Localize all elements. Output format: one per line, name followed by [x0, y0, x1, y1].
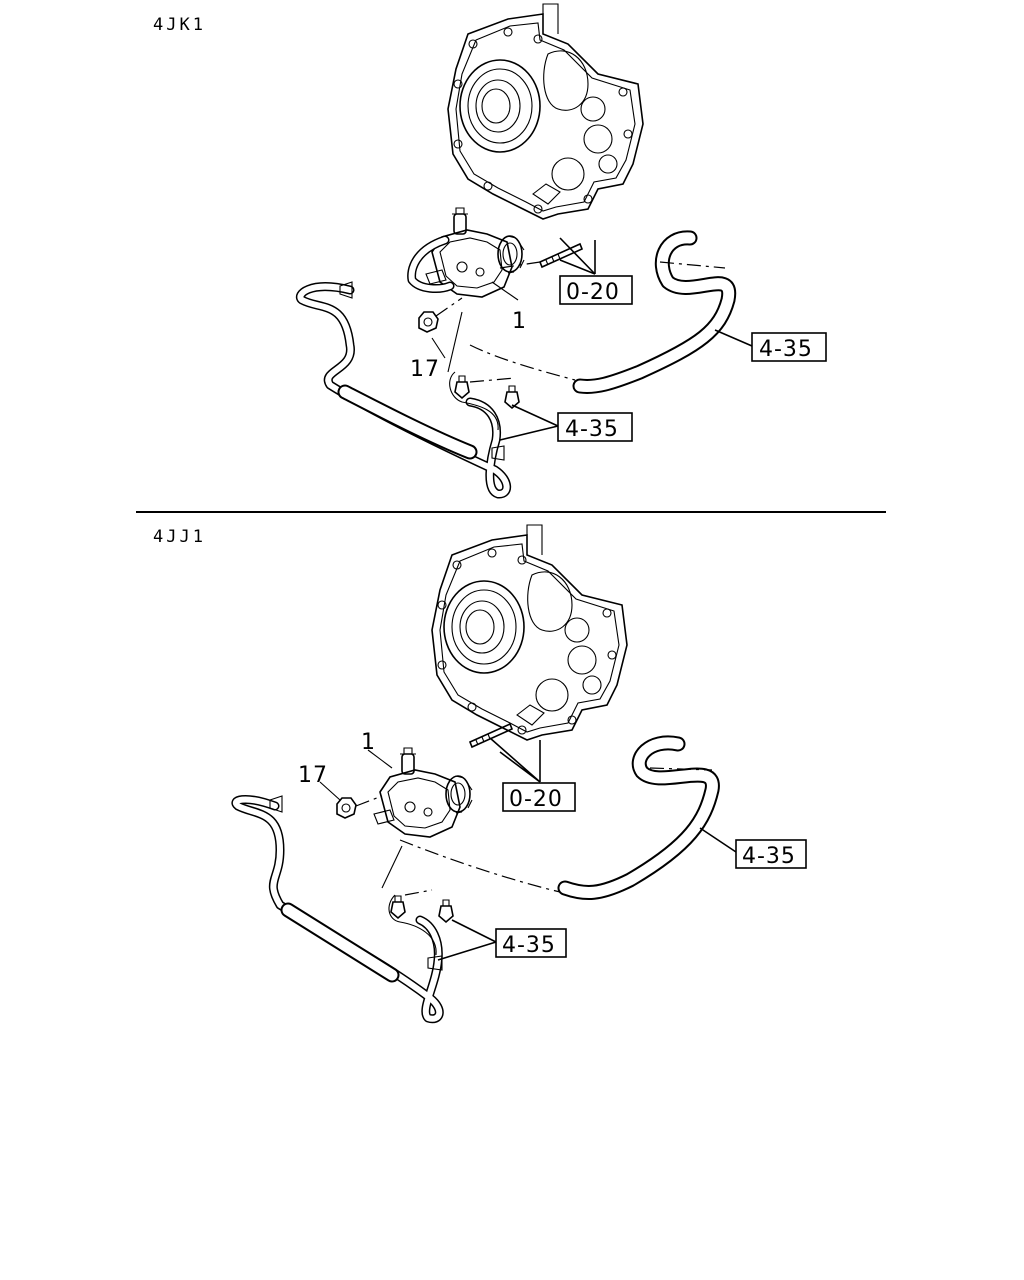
- model-label: 4JJ1: [153, 527, 206, 547]
- ref-box-lower-hose: [495, 928, 567, 958]
- ref-upper-hose: 4-35: [742, 844, 796, 869]
- nut: [336, 797, 357, 819]
- ref-upper-hose: 4-35: [759, 337, 813, 362]
- stud: [539, 243, 583, 268]
- ref-lower-hose: 4-35: [565, 417, 619, 442]
- ref-lower-hose: 4-35: [502, 933, 556, 958]
- part-number-pump: 1: [361, 730, 376, 755]
- part-number-pump: 1: [512, 309, 527, 334]
- ref-box-upper-hose: [735, 839, 807, 869]
- engine-front-cover: [431, 524, 628, 741]
- section-4jj1: 4JJ1 1 17 0-20 4-35 4-35: [153, 524, 807, 1024]
- section-4jk1: 4JK1 1 17 0-20 4-35 4-35: [153, 3, 827, 499]
- ref-box-lower-hose: [557, 412, 633, 442]
- power-steering-pump: [425, 207, 525, 298]
- power-steering-pump: [373, 747, 473, 838]
- ref-stud: 0-20: [509, 787, 563, 812]
- ref-box-stud: [502, 782, 576, 812]
- pressure-line: [233, 796, 443, 1022]
- model-label: 4JK1: [153, 15, 206, 35]
- part-number-nut: 17: [410, 357, 440, 382]
- ref-stud: 0-20: [566, 280, 620, 305]
- engine-front-cover: [447, 3, 644, 220]
- ref-box-stud: [559, 275, 633, 305]
- part-number-nut: 17: [298, 763, 328, 788]
- nut: [418, 311, 439, 333]
- stud: [469, 723, 513, 748]
- ref-box-upper-hose: [751, 332, 827, 362]
